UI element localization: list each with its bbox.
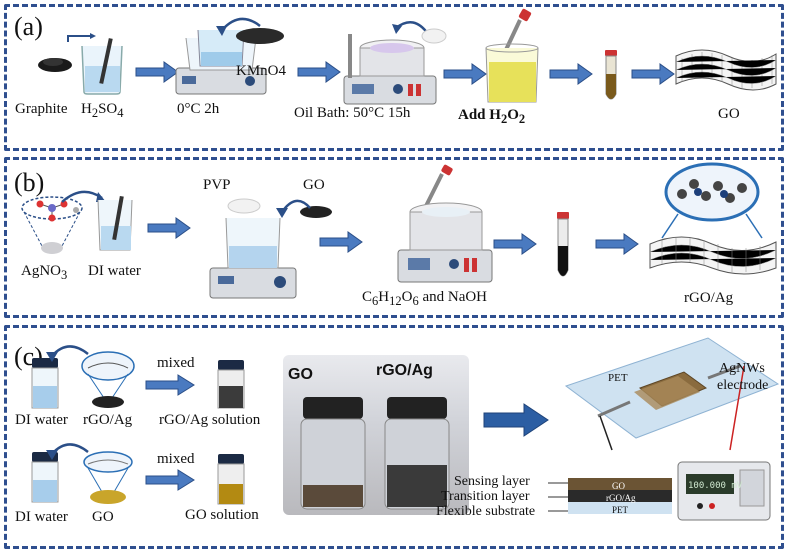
layer-top-name: GO bbox=[612, 481, 625, 491]
label-rgo-ag-c1: rGO/Ag bbox=[83, 412, 133, 428]
pvp-powder-icon bbox=[227, 198, 261, 214]
label-agno3: AgNO3 bbox=[21, 263, 67, 283]
meter-reading: 100.000 mV bbox=[688, 481, 743, 491]
agno3-text: AgNO bbox=[21, 263, 61, 279]
graphite-pile-icon bbox=[38, 58, 72, 72]
label-go-c2: GO bbox=[92, 509, 114, 525]
label-di-water-c2: DI water bbox=[15, 509, 68, 525]
label-graphite: Graphite bbox=[15, 101, 68, 117]
glucose-c: C bbox=[362, 289, 373, 305]
go-sheet-icon bbox=[675, 49, 777, 91]
h2so4-so: SO bbox=[98, 101, 118, 117]
glucose-o-sub: 6 bbox=[412, 294, 419, 308]
label-electrode: electrode bbox=[717, 378, 769, 393]
rgo-ag-zoom-icon bbox=[649, 162, 777, 275]
label-rgo-ag-b: rGO/Ag bbox=[684, 290, 734, 306]
panel-a bbox=[4, 4, 784, 151]
panel-b bbox=[4, 157, 784, 318]
label-di-water-c1: DI water bbox=[15, 412, 68, 428]
label-mixed-2: mixed bbox=[157, 451, 195, 467]
label-kmno4: KMnO4 bbox=[236, 63, 287, 79]
test-tube-b-icon bbox=[557, 212, 569, 277]
h2so4-h: H bbox=[81, 101, 92, 117]
panel-b-label: (b) bbox=[14, 168, 45, 197]
h2o2-beaker-icon bbox=[485, 8, 539, 103]
ice-bath-stirrer-icon bbox=[175, 29, 267, 95]
label-oil-bath: Oil Bath: 50°C 15h bbox=[294, 105, 411, 121]
agno3-molecule-icon bbox=[21, 196, 83, 254]
beaker-icon bbox=[67, 33, 123, 95]
arrow-b1 bbox=[147, 217, 191, 239]
photo-label-rgo-ag: rGO/Ag bbox=[376, 362, 433, 379]
label-go-a: GO bbox=[718, 106, 740, 122]
arrow-b4 bbox=[595, 233, 639, 255]
curve-arrow-b2 bbox=[276, 199, 311, 218]
arrow-a3 bbox=[443, 63, 487, 85]
h2so4-sub1: 2 bbox=[91, 106, 99, 120]
glucose-c-sub: 6 bbox=[372, 294, 379, 308]
sensor-device-icon bbox=[564, 337, 780, 451]
arrow-a2 bbox=[297, 61, 341, 83]
label-add-h2o2: Add H2O2 bbox=[458, 107, 525, 127]
rgo-ag-powder-icon bbox=[81, 351, 135, 408]
label-agnws: AgNWs bbox=[719, 361, 765, 376]
curve-arrow-a bbox=[216, 17, 261, 36]
glucose-tail: and NaOH bbox=[418, 289, 488, 305]
h2so4-sub2: 4 bbox=[117, 106, 124, 120]
di-water-beaker-icon bbox=[97, 195, 133, 251]
label-di-water-b: DI water bbox=[88, 263, 141, 279]
label-glucose-naoh: C6H12O6 and NaOH bbox=[362, 289, 487, 309]
arrow-b3 bbox=[493, 233, 537, 255]
add-sub1: 2 bbox=[500, 112, 508, 126]
arrow-a1 bbox=[135, 61, 179, 83]
layer-mid-name: rGO/Ag bbox=[606, 493, 636, 503]
add-sub2: 2 bbox=[518, 112, 526, 126]
rgo-ag-solution-vial-icon bbox=[217, 360, 245, 409]
stirrer-b-icon bbox=[209, 217, 297, 299]
arrow-c-mixed-2 bbox=[145, 469, 195, 491]
label-flexible-substrate: Flexible substrate bbox=[436, 504, 536, 519]
photo-vials-drawing bbox=[300, 397, 450, 510]
label-go-b: GO bbox=[303, 177, 325, 193]
label-h2so4: H2SO4 bbox=[81, 101, 124, 121]
arrow-a5 bbox=[631, 63, 675, 85]
panel-a-label: (a) bbox=[14, 12, 43, 41]
layer-pointer-lines bbox=[548, 482, 568, 512]
arrow-c-mixed-1 bbox=[145, 374, 195, 396]
curve-arrow-c1 bbox=[46, 345, 89, 362]
label-pet-device: PET bbox=[608, 372, 628, 384]
label-rgo-ag-solution: rGO/Ag solution bbox=[159, 412, 261, 428]
oil-bath-heater-icon bbox=[343, 34, 437, 105]
agno3-sub: 3 bbox=[61, 268, 68, 282]
go-powder-c-icon bbox=[83, 451, 133, 504]
label-go-solution: GO solution bbox=[185, 507, 259, 523]
test-tube-icon bbox=[605, 50, 617, 100]
photo-label-go: GO bbox=[288, 366, 313, 383]
kmno4-powder-icon bbox=[236, 28, 284, 44]
curve-arrow-b1 bbox=[61, 190, 106, 203]
go-solution-vial-icon bbox=[217, 454, 245, 505]
add-o: O bbox=[507, 107, 519, 123]
glucose-h-sub: 12 bbox=[389, 294, 402, 308]
go-powder-b-icon bbox=[300, 206, 332, 218]
arrow-a4 bbox=[549, 63, 593, 85]
glucose-o: O bbox=[401, 289, 413, 305]
layer-bottom-name: PET bbox=[612, 505, 629, 515]
white-flakes-icon bbox=[421, 28, 447, 44]
layer-stack-icon bbox=[568, 478, 672, 514]
label-ice: 0°C 2h bbox=[177, 101, 220, 117]
label-sensing-layer: Sensing layer bbox=[454, 474, 530, 489]
arrow-c-big bbox=[483, 403, 549, 437]
heater-b-icon bbox=[397, 164, 493, 283]
add-h: Add H bbox=[458, 107, 501, 123]
multimeter-icon bbox=[677, 461, 771, 521]
label-mixed-1: mixed bbox=[157, 355, 195, 371]
glucose-h: H bbox=[378, 289, 390, 305]
curve-arrow-c2 bbox=[46, 443, 89, 460]
arrow-b2 bbox=[319, 231, 363, 253]
label-transition-layer: Transition layer bbox=[441, 489, 530, 504]
label-pvp: PVP bbox=[203, 177, 231, 193]
panel-c bbox=[4, 325, 784, 549]
